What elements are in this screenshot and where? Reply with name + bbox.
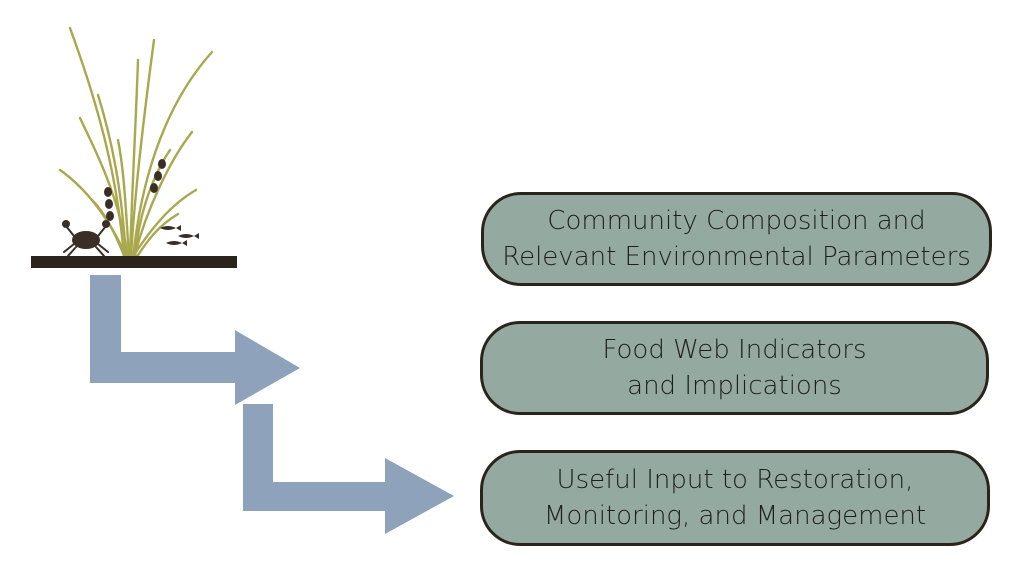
snail-icon (104, 159, 166, 221)
box-line: Useful Input to Restoration, (556, 465, 914, 495)
fish-school-icon (160, 225, 199, 246)
marsh-grass-icon (58, 26, 214, 260)
crab-icon (62, 220, 110, 257)
restoration-input-box: Useful Input to Restoration, Monitoring,… (480, 450, 990, 546)
box-line: Community Composition and (547, 206, 926, 236)
food-web-indicators-box: Food Web Indicators and Implications (480, 321, 989, 415)
box-line: Monitoring, and Management (543, 501, 927, 531)
box-line: Relevant Environmental Parameters (502, 242, 971, 272)
ground-bar (31, 256, 237, 268)
box-line: and Implications (627, 371, 842, 401)
flow-arrow-lower (243, 404, 454, 534)
community-composition-box: Community Composition and Relevant Envir… (481, 192, 992, 286)
flow-arrow-upper (90, 275, 300, 405)
box-line: Food Web Indicators (602, 335, 867, 365)
